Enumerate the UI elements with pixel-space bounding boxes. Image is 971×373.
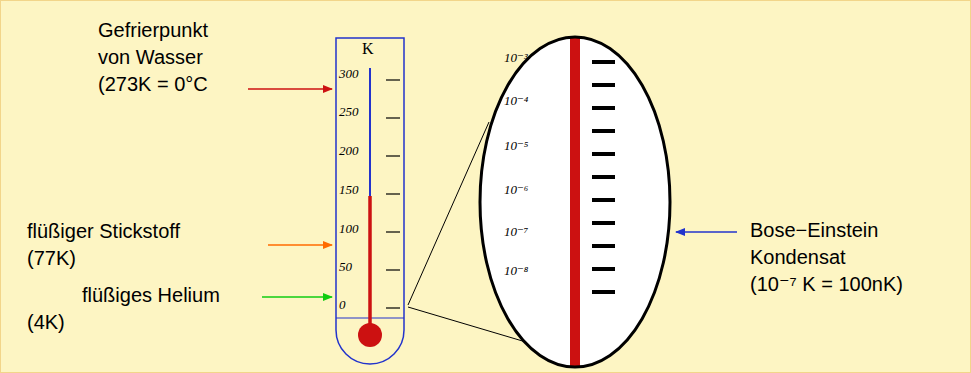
arrow: [676, 231, 737, 233]
text-line: (77K): [27, 245, 180, 272]
scale-number: 300: [339, 66, 359, 82]
text-line: (4K): [27, 309, 165, 336]
scale-number: 150: [339, 182, 359, 198]
arrow: [262, 296, 332, 298]
scale-number: 10⁻⁵: [504, 138, 528, 154]
annotation: Gefrierpunkt von Wasser (273K = 0°C: [98, 17, 208, 98]
annotation: Bose−Einstein Kondensat (10⁻⁷ K = 100nK): [750, 217, 903, 298]
scale-number: 10⁻⁶: [504, 182, 528, 198]
annotation: flüßiges Helium (4K): [27, 282, 165, 336]
text-line: Bose−Einstein: [750, 217, 903, 244]
zoom-ellipse: [480, 37, 670, 367]
text-line: (10⁻⁷ K = 100nK): [750, 271, 903, 298]
scale-number: 50: [339, 259, 352, 275]
scale-number: 250: [339, 104, 359, 120]
scale-number: 0: [339, 297, 346, 313]
scale-number: 10⁻³: [504, 50, 528, 66]
thermometer: [336, 38, 404, 364]
arrow: [248, 88, 332, 90]
text-line: flüßiges Helium: [82, 282, 220, 309]
arrow: [268, 244, 332, 246]
text-line: Gefrierpunkt: [98, 17, 208, 44]
scale-number: 10⁻⁴: [504, 93, 528, 109]
text-line: Kondensat: [750, 244, 903, 271]
annotation: flüßiger Stickstoff (77K): [27, 218, 180, 272]
text-line: flüßiger Stickstoff: [27, 218, 180, 245]
scale-number: 200: [339, 143, 359, 159]
scale-number: 10⁻⁸: [504, 263, 528, 279]
text-line: (273K = 0°C: [98, 71, 208, 98]
scale-number: 100: [339, 221, 359, 237]
unit-label: K: [362, 39, 374, 58]
scale-number: 10⁻⁷: [504, 224, 528, 240]
text-line: von Wasser: [98, 44, 208, 71]
